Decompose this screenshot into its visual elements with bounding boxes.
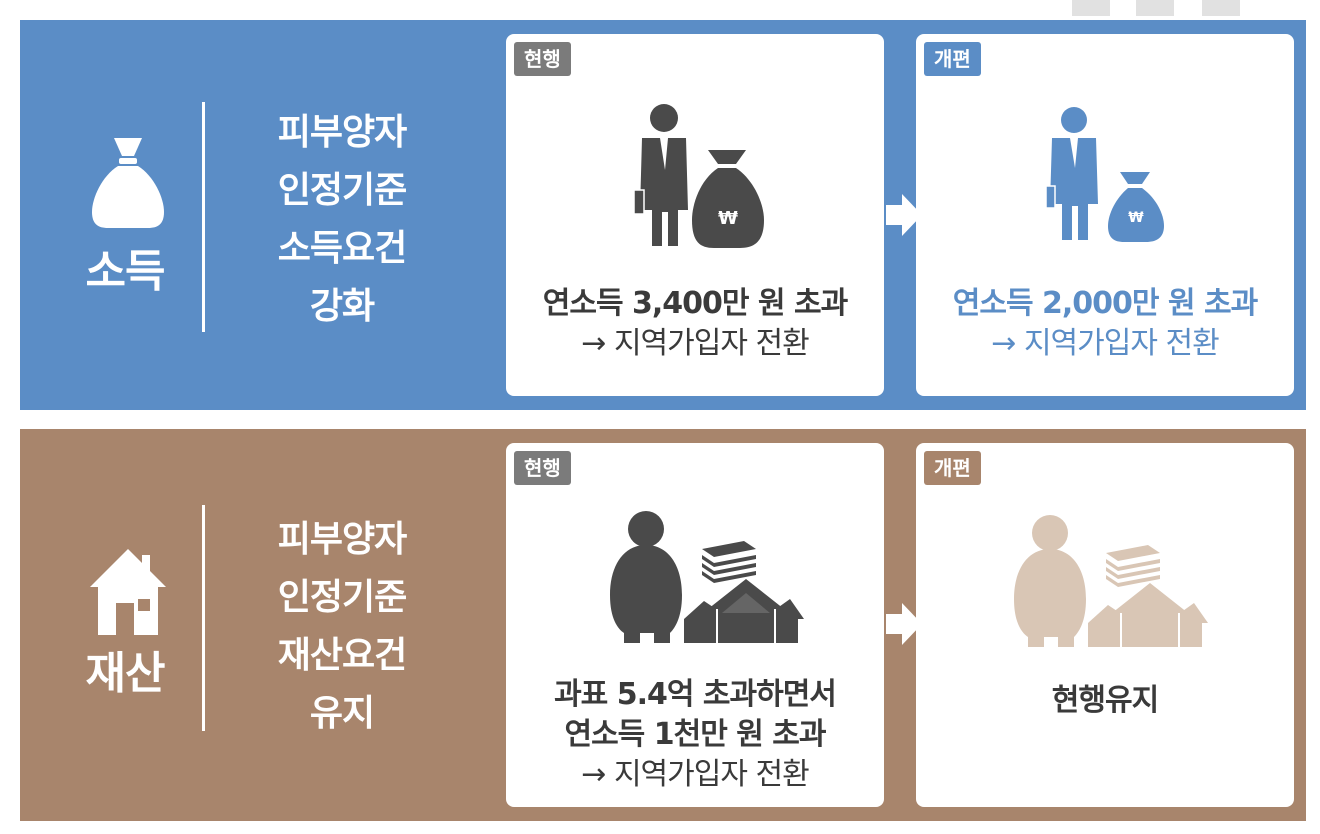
card-line: → 지역가입자 전환 — [991, 326, 1219, 361]
desc-line: 유지 — [309, 693, 375, 734]
man-with-money-bag-icon: ₩ — [634, 104, 764, 248]
svg-text:₩: ₩ — [718, 208, 738, 229]
divider — [202, 102, 205, 332]
current-tag: 현행 — [514, 42, 571, 76]
income-side-title: 소득 — [85, 246, 166, 297]
card-line: → 지역가입자 전환 — [581, 757, 809, 792]
card-line: 현행유지 — [1051, 683, 1159, 718]
man-with-money-bag-icon: ₩ — [1046, 107, 1164, 242]
income-current-text: 연소득 3,400만 원 초과 → 지역가입자 전환 — [506, 284, 884, 364]
decor-block — [1072, 0, 1110, 16]
income-description: 피부양자 인정기준 소득요건 강화 — [242, 104, 442, 336]
property-reform-card: 개편 현행유지 — [916, 443, 1294, 807]
desc-line: 강화 — [309, 286, 375, 327]
income-reform-text: 연소득 2,000만 원 초과 → 지역가입자 전환 — [916, 284, 1294, 364]
property-current-text: 과표 5.4억 초과하면서 연소득 1천만 원 초과 → 지역가입자 전환 — [506, 675, 884, 795]
desc-line: 재산요건 — [277, 635, 407, 676]
card-line: 연소득 2,000만 원 초과 — [952, 286, 1258, 321]
card-line: 과표 5.4억 초과하면서 — [554, 677, 837, 712]
property-current-card: 현행 과표 5.4억 초과하면서 연소득 1천만 원 초과 → 지역가입자 전환 — [506, 443, 884, 807]
decor-block — [1136, 0, 1174, 16]
reform-tag: 개편 — [924, 451, 981, 485]
current-tag: 현행 — [514, 451, 571, 485]
property-description: 피부양자 인정기준 재산요건 유지 — [242, 511, 442, 743]
desc-line: 인정기준 — [277, 577, 407, 618]
person-with-houses-and-cash-icon — [610, 511, 804, 643]
reform-tag: 개편 — [924, 42, 981, 76]
person-with-houses-and-cash-icon — [1014, 515, 1208, 647]
svg-text:₩: ₩ — [1128, 210, 1144, 226]
house-icon — [90, 549, 166, 635]
income-current-card: 현행 ₩ 연소득 3,400만 원 초과 → 지역가입자 전환 — [506, 34, 884, 396]
card-line: → 지역가입자 전환 — [581, 326, 809, 361]
desc-line: 피부양자 — [277, 112, 407, 153]
money-bag-icon — [92, 138, 164, 228]
property-panel: 재산 피부양자 인정기준 재산요건 유지 현행 과표 5.4억 초과하면서 — [20, 429, 1306, 821]
arrow-right-icon — [886, 603, 922, 645]
card-line: 연소득 1천만 원 초과 — [564, 717, 826, 752]
desc-line: 피부양자 — [277, 519, 407, 560]
property-reform-text: 현행유지 — [916, 681, 1294, 721]
income-reform-card: 개편 ₩ 연소득 2,000만 원 초과 → 지역가입자 전환 — [916, 34, 1294, 396]
desc-line: 인정기준 — [277, 170, 407, 211]
divider — [202, 505, 205, 731]
property-side-title: 재산 — [85, 648, 166, 699]
card-line: 연소득 3,400만 원 초과 — [542, 286, 848, 321]
income-panel: 소득 피부양자 인정기준 소득요건 강화 현행 ₩ 연소득 3,400만 원 초… — [20, 20, 1306, 410]
decor-block — [1202, 0, 1240, 16]
desc-line: 소득요건 — [277, 228, 407, 269]
arrow-right-icon — [886, 194, 922, 236]
